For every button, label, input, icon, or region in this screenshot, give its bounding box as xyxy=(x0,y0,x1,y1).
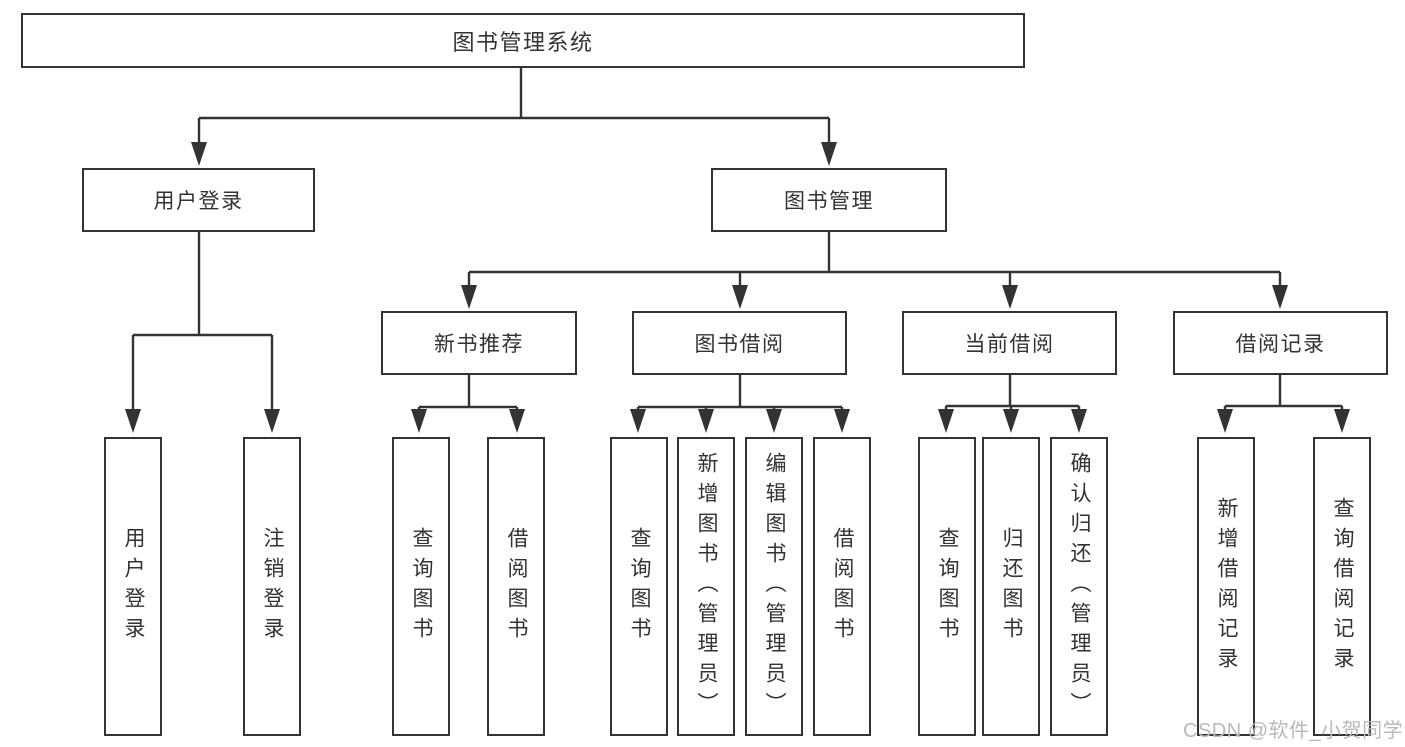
leaf-logout: 注销登录 xyxy=(243,437,301,736)
leaf-label: 查询图书 xyxy=(936,526,959,647)
leaf-add-book-admin: 新增图书（管理员） xyxy=(677,437,735,736)
leaf-borrow-books-borrow: 借阅图书 xyxy=(813,437,871,736)
node-root: 图书管理系统 xyxy=(21,13,1025,68)
leaf-label: 归还图书 xyxy=(1000,526,1023,647)
node-borrow-records: 借阅记录 xyxy=(1173,311,1388,375)
leaf-confirm-return-admin: 确认归还（管理员） xyxy=(1050,437,1108,736)
leaf-label: 查询借阅记录 xyxy=(1331,496,1354,677)
node-user-login: 用户登录 xyxy=(82,168,315,232)
leaf-query-books-current: 查询图书 xyxy=(918,437,976,736)
leaf-label: 借阅图书 xyxy=(505,526,528,647)
leaf-label: 用户登录 xyxy=(122,526,145,647)
leaf-label: 新增图书（管理员） xyxy=(695,451,718,722)
csdn-watermark: CSDN @软件_小贺同学 xyxy=(1183,720,1404,742)
node-book-management: 图书管理 xyxy=(711,168,947,232)
leaf-label: 确认归还（管理员） xyxy=(1068,451,1091,722)
leaf-label: 新增借阅记录 xyxy=(1215,496,1238,677)
leaf-query-books-recommend: 查询图书 xyxy=(392,437,450,736)
node-current-borrow: 当前借阅 xyxy=(902,311,1117,375)
leaf-label: 查询图书 xyxy=(628,526,651,647)
leaf-borrow-books-recommend: 借阅图书 xyxy=(487,437,545,736)
leaf-query-books-borrow: 查询图书 xyxy=(610,437,668,736)
leaf-query-borrow-record: 查询借阅记录 xyxy=(1313,437,1371,736)
leaf-label: 编辑图书（管理员） xyxy=(763,451,786,722)
leaf-label: 查询图书 xyxy=(410,526,433,647)
leaf-return-book: 归还图书 xyxy=(982,437,1040,736)
node-new-book-recommend: 新书推荐 xyxy=(381,311,577,375)
leaf-label: 注销登录 xyxy=(261,526,284,647)
leaf-edit-book-admin: 编辑图书（管理员） xyxy=(745,437,803,736)
node-book-borrow: 图书借阅 xyxy=(632,311,847,375)
leaf-user-login: 用户登录 xyxy=(104,437,162,736)
leaf-add-borrow-record: 新增借阅记录 xyxy=(1197,437,1255,736)
leaf-label: 借阅图书 xyxy=(831,526,854,647)
